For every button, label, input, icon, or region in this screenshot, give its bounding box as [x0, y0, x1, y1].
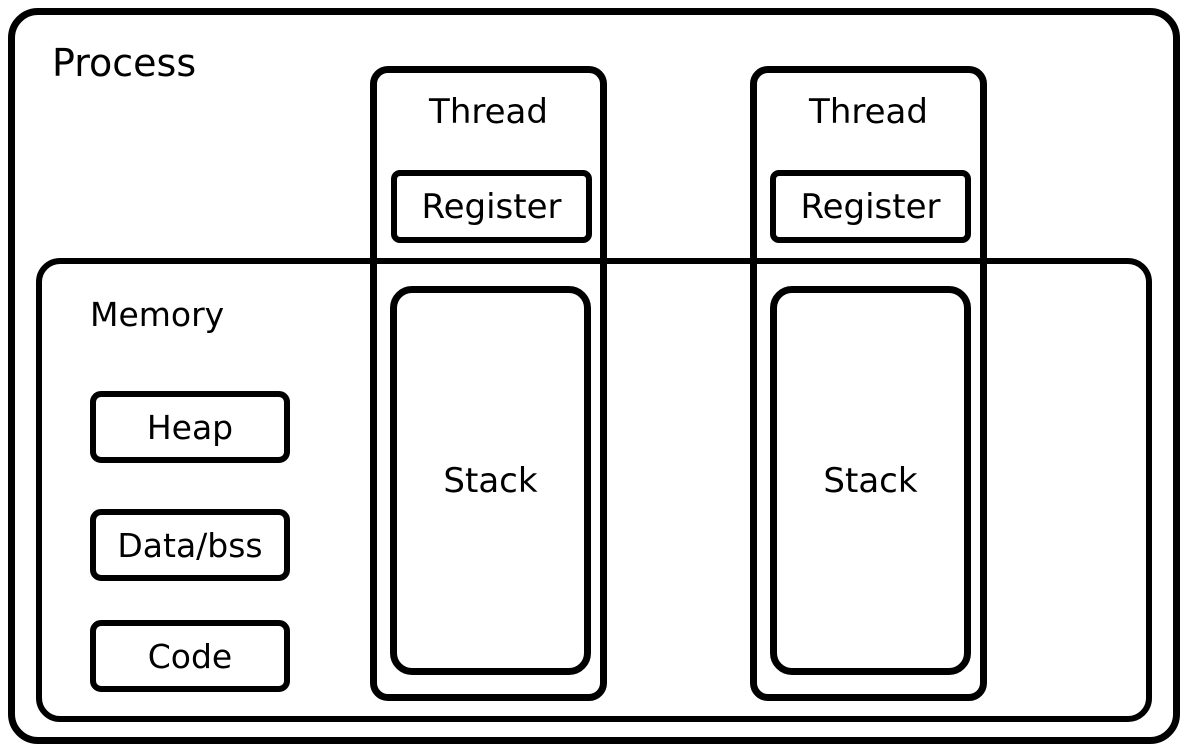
process-label: Process — [52, 41, 197, 85]
thread-2-register-box[interactable]: Register — [770, 170, 971, 243]
thread-label-1: Thread — [429, 92, 548, 132]
memory-segment-code-label: Code — [147, 636, 233, 676]
thread-1-stack-label: Stack — [443, 460, 538, 501]
thread-2-stack-box[interactable]: Stack — [770, 286, 971, 675]
process-container[interactable] — [8, 8, 1180, 744]
thread-container-2[interactable] — [750, 66, 987, 701]
memory-segment-data-bss-label: Data/bss — [117, 525, 263, 565]
thread-container-1[interactable] — [370, 66, 607, 701]
thread-2-stack-label: Stack — [823, 460, 918, 501]
thread-label-2: Thread — [809, 92, 928, 132]
memory-label: Memory — [90, 295, 225, 334]
memory-segment-code[interactable]: Code — [90, 620, 290, 692]
thread-1-register-box[interactable]: Register — [391, 170, 592, 243]
thread-1-register-label: Register — [421, 186, 562, 227]
memory-segment-heap[interactable]: Heap — [90, 391, 290, 463]
memory-top-border-crossing-thread-2 — [750, 258, 987, 264]
memory-segment-heap-label: Heap — [146, 407, 234, 447]
memory-top-border-crossing-thread-1 — [370, 258, 607, 264]
thread-1-stack-box[interactable]: Stack — [390, 286, 591, 675]
memory-segment-data-bss[interactable]: Data/bss — [90, 509, 290, 581]
thread-2-register-label: Register — [800, 186, 941, 227]
